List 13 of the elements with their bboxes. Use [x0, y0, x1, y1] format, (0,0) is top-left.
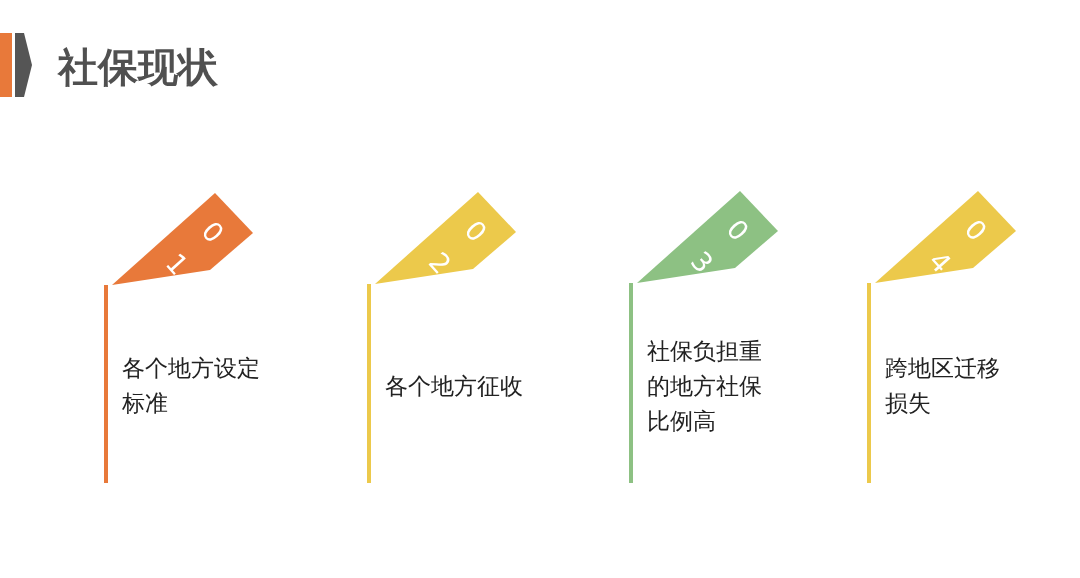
flag-number: 04: [907, 209, 997, 294]
description-text: 跨地区迁移损失: [885, 354, 1001, 418]
slide-title: 社保现状: [58, 45, 218, 89]
description-text: 社保负担重的地方社保比例高: [647, 336, 763, 436]
description-text: 各个地方设定标准: [122, 354, 261, 418]
flag-pennant: [375, 192, 516, 284]
flag-pennant: [112, 193, 253, 285]
flag-number: 01: [144, 211, 234, 296]
flag-pennant: [637, 191, 778, 283]
flag-number: 02: [407, 210, 497, 295]
description-text: 各个地方征收: [385, 371, 523, 401]
flag-number: 03: [669, 209, 759, 294]
flag-pennant: [875, 191, 1016, 283]
